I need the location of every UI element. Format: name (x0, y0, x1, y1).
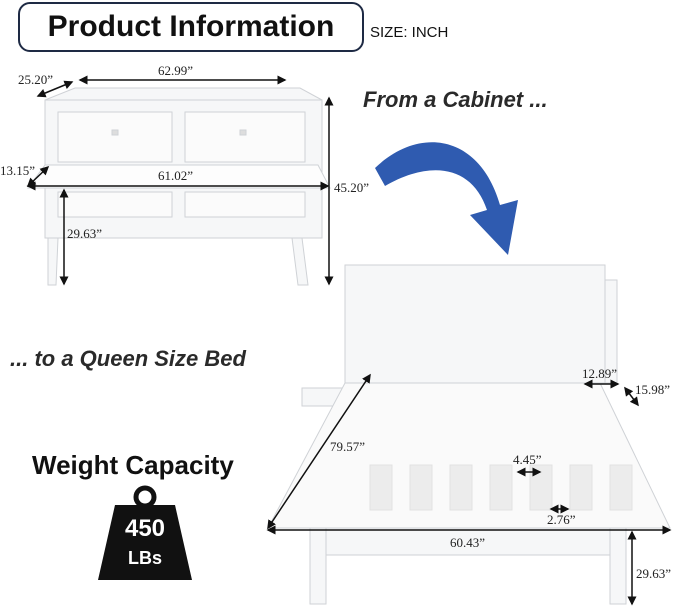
bed-length: 79.57” (330, 439, 366, 454)
table-width: 61.02” (158, 168, 194, 183)
weight-value: 450 (124, 515, 166, 542)
caption-from-cabinet: From a Cabinet ... (363, 87, 548, 112)
cabinet-width: 62.99” (158, 63, 194, 78)
weight-unit: LBs (127, 548, 162, 568)
slat-gap: 4.45” (513, 452, 542, 467)
bed-width: 60.43” (450, 535, 486, 550)
shelf-depth: 15.98” (635, 382, 671, 397)
table-height: 29.63” (67, 226, 103, 241)
bed-drawing (267, 264, 671, 605)
slat-width: 2.76” (547, 512, 576, 527)
transform-arrow-icon (375, 142, 518, 255)
caption-to-bed: ... to a Queen Size Bed (10, 346, 246, 371)
shelf-width: 12.89” (582, 366, 618, 381)
table-depth: 13.15” (0, 163, 36, 178)
weight-capacity-label: Weight Capacity (32, 450, 234, 480)
cabinet-height: 45.20” (334, 180, 370, 195)
page-title: Product Information (18, 2, 364, 52)
bed-height: 29.63” (636, 566, 672, 581)
cabinet-depth: 25.20” (18, 72, 54, 87)
unit-label: SIZE: INCH (370, 24, 449, 41)
weight-icon (98, 485, 192, 580)
